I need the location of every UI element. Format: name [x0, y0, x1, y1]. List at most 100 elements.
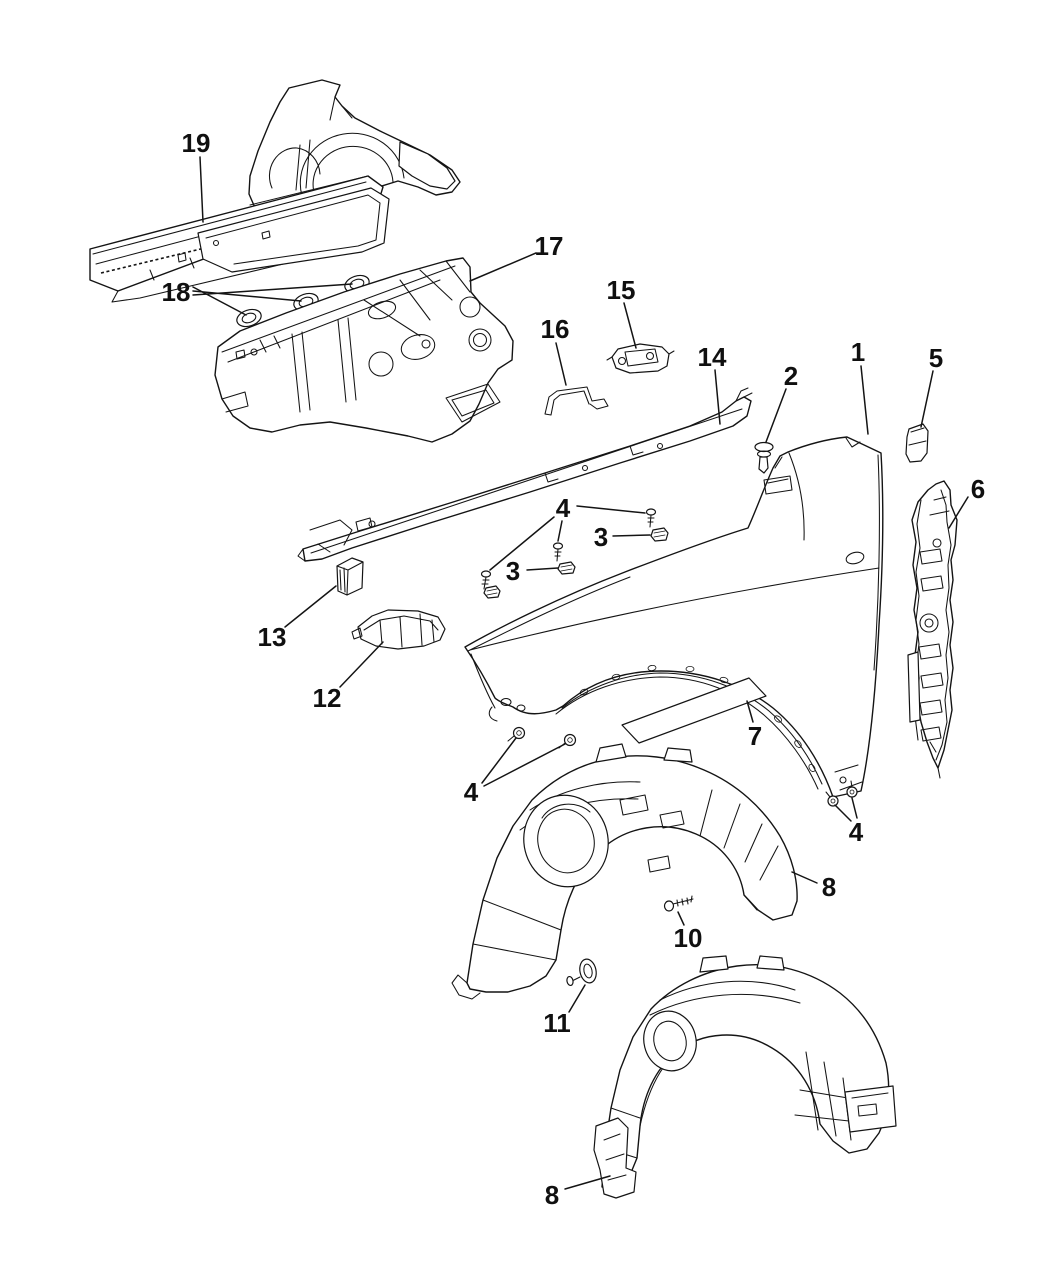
fender-rear-hole	[845, 551, 865, 565]
push-pin-fastener	[754, 441, 774, 474]
clip-hole	[579, 688, 589, 696]
molding-clip-holes	[579, 664, 816, 773]
pin-head	[846, 786, 858, 798]
liner-ring-inner	[537, 808, 595, 874]
foam-block-lines	[336, 561, 364, 596]
leader-line-7	[746, 700, 754, 723]
upper-rail-hole-c	[368, 520, 376, 528]
clip-hole	[794, 740, 802, 748]
callout-18-1: 18	[162, 277, 191, 307]
reinforcement-grommet	[919, 613, 939, 633]
clip-hole	[685, 666, 695, 673]
pin-stem	[507, 735, 515, 742]
leader-line-2	[765, 388, 787, 443]
leader-line-11	[568, 984, 586, 1013]
reinforcement-inner-lines	[914, 489, 952, 779]
clip-lines	[560, 564, 573, 572]
fender-detail-lines	[467, 437, 880, 791]
callout-3-11: 3	[594, 522, 608, 552]
fender-panel	[464, 436, 884, 798]
callout-19-0: 19	[182, 128, 211, 158]
push-pin-set-lower-left	[507, 726, 577, 749]
liner-outline	[601, 964, 890, 1191]
callout-3-12: 3	[506, 556, 520, 586]
liner-ring-swirl	[541, 803, 591, 819]
u-bracket	[544, 386, 609, 416]
reinforcement-grommet-inner	[924, 618, 934, 628]
pin-head	[512, 726, 526, 740]
callout-11-20: 11	[543, 1008, 571, 1038]
upper-rail-hole-a	[581, 464, 589, 472]
liner-ring	[643, 1010, 697, 1072]
push-pin	[825, 791, 839, 807]
callout-13-13: 13	[258, 622, 287, 652]
cowl-hole-b	[468, 328, 492, 352]
screw-head	[552, 542, 564, 550]
striker-hole-b	[645, 351, 655, 361]
clip-3a	[650, 527, 669, 542]
screw-4b	[552, 542, 564, 562]
reinforcement-hole	[932, 538, 942, 548]
leader-line-10	[677, 911, 685, 926]
push-pin	[507, 726, 526, 742]
fender-front-hole-b	[516, 704, 526, 712]
cowl-oval-c	[368, 351, 394, 377]
fender-rear-bottom-hole	[839, 776, 847, 784]
foam-block	[336, 557, 364, 596]
cowl-outline	[214, 257, 514, 443]
callout-16-3: 16	[541, 314, 570, 344]
clip-4d	[483, 585, 501, 599]
u-bracket-outline	[544, 386, 609, 416]
cowl-hole-d	[250, 348, 258, 356]
rear-wheel-liner	[593, 955, 897, 1199]
screw-head	[663, 900, 675, 912]
leader-line-4	[481, 737, 517, 784]
upper-rail-hole-b	[656, 442, 664, 450]
leader-line-1	[860, 365, 869, 435]
leader-line-8	[564, 1175, 611, 1190]
screw-head	[645, 508, 657, 516]
clip-body	[650, 527, 669, 542]
leader-line-17	[469, 252, 537, 282]
cowl-hole-b-inner	[472, 332, 488, 348]
liner-mount-tab-b	[663, 747, 693, 763]
liner-mount-tab-a	[595, 743, 627, 763]
callout-1-7: 1	[851, 337, 865, 367]
clip-body	[483, 585, 501, 599]
cowl-oval-b	[367, 300, 397, 320]
fender-upper-rail	[297, 387, 753, 562]
front-wheel-liner	[451, 743, 798, 1000]
striker-outline	[611, 343, 670, 374]
liner-foot-lines	[603, 1133, 627, 1181]
clip-head	[579, 958, 597, 984]
callout-15-4: 15	[607, 275, 636, 305]
fastener-set-upper	[480, 508, 669, 599]
leader-line-19	[199, 156, 204, 223]
leader-line-4	[576, 505, 646, 514]
tower-wing	[398, 141, 456, 190]
foam-pad	[905, 423, 929, 463]
leader-line-4	[557, 520, 563, 542]
screw-4c	[480, 570, 492, 590]
cowl-hole-a	[459, 296, 481, 318]
close-out-details	[351, 613, 439, 648]
liner-corner-box-lines	[851, 1092, 889, 1117]
callout-5-8: 5	[929, 343, 943, 373]
liner-mount-tab-b	[756, 955, 785, 971]
leader-line-4	[483, 743, 566, 787]
push-pin-set-right	[825, 780, 858, 807]
callout-10-19: 10	[674, 923, 703, 953]
reinforcement-left-tab	[907, 651, 921, 723]
cowl-detail-lines	[221, 260, 501, 423]
cowl-hole-c	[421, 339, 431, 349]
rail-skirt-inner	[177, 194, 381, 265]
clip-hole	[719, 676, 729, 684]
callout-4-17: 4	[849, 817, 864, 847]
reinforcement-pocket-stack	[918, 548, 944, 742]
rail-hole	[212, 239, 220, 247]
leader-line-14	[714, 369, 721, 425]
callout-17-2: 17	[535, 231, 564, 261]
callout-8-18: 8	[822, 872, 836, 902]
